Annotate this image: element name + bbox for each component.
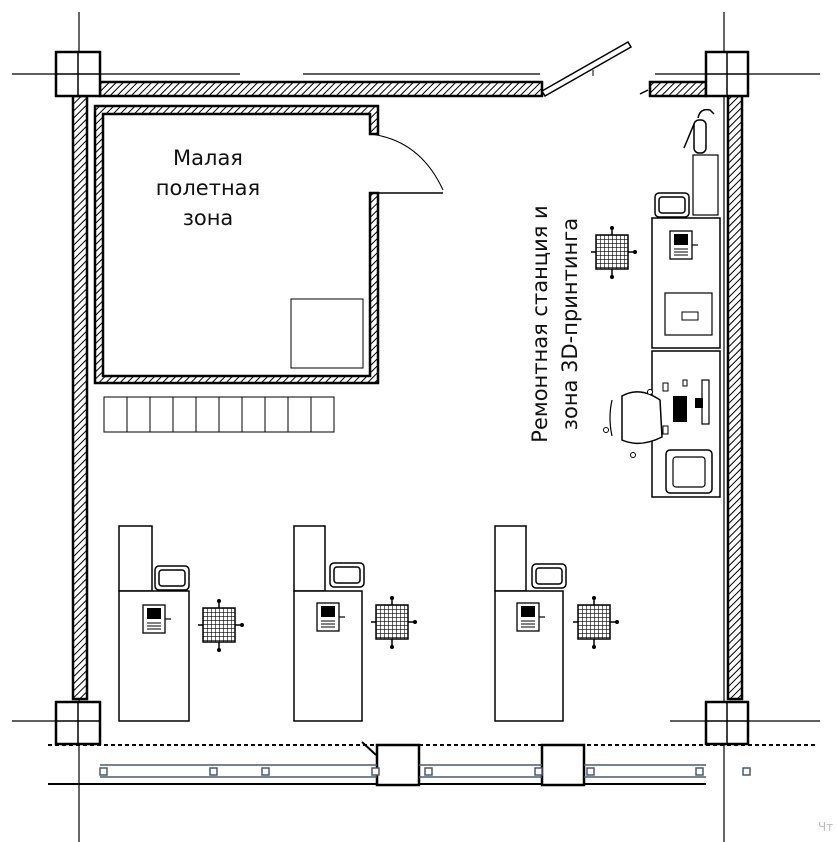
fire-extinguisher-icon [683,108,715,154]
repair-zone-line-1: Ремонтная станция и [528,205,552,443]
repair-zone-label: Ремонтная станция и зона 3D-принтинга [525,174,589,474]
watermark-text: Чт [818,820,834,834]
workstation-2 [293,525,418,722]
flight-zone-line-2: полетная [155,176,261,200]
storage-lockers [103,396,335,433]
flight-zone-label: Малая полетная зона [138,143,278,233]
glazed-facade [48,741,818,785]
repair-station [590,154,721,498]
outer-walls [71,80,744,701]
flight-zone-line-3: зона [182,206,234,230]
small-flight-zone [93,104,444,385]
columns [54,50,750,787]
entrance-door [540,40,649,98]
workstation-1 [118,525,245,722]
repair-zone-line-2: зона 3D-принтинга [558,217,582,431]
workstation-3 [494,525,620,722]
flight-zone-line-1: Малая [173,146,243,170]
